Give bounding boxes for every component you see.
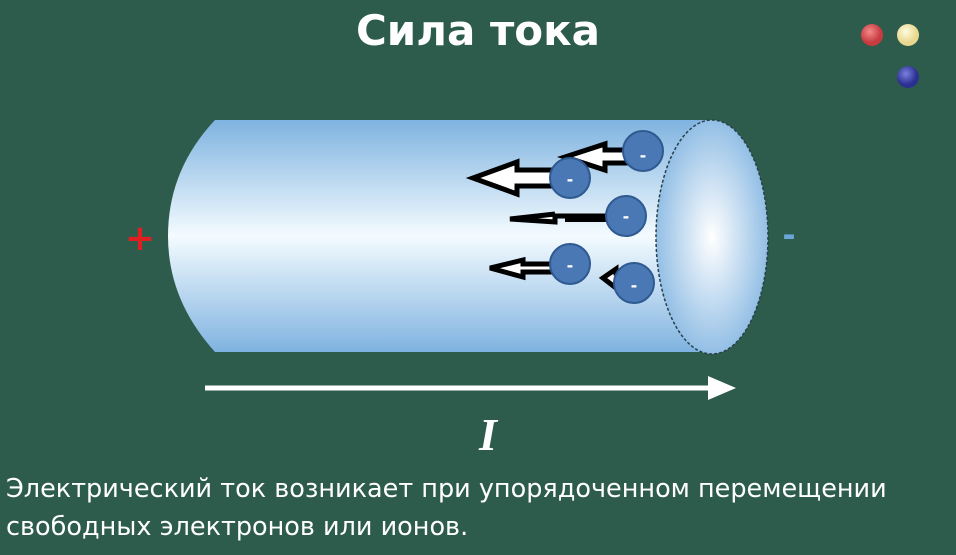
decorative-dots (861, 24, 919, 88)
electrons (549, 130, 664, 304)
electron-charge: - (567, 256, 574, 275)
electron-charge: - (631, 276, 638, 295)
plus-terminal: + (125, 218, 155, 259)
conductor-cylinder (168, 119, 769, 355)
arrow-left-icon (465, 158, 559, 198)
electron (613, 262, 655, 304)
electron (549, 243, 591, 285)
electron-charge: - (567, 170, 574, 189)
yellow-dot-icon (897, 24, 919, 46)
electron (549, 157, 591, 199)
electron-charge: - (623, 207, 630, 226)
red-dot-icon (861, 24, 883, 46)
caption-line-1: Электрический ток возникает при упорядоч… (6, 474, 887, 504)
cylinder-end-cap (655, 119, 769, 355)
minus-terminal: - (782, 216, 795, 254)
current-symbol: I (478, 409, 499, 460)
blue-dot-icon (897, 66, 919, 88)
electron-charge: - (640, 146, 647, 165)
current-direction-arrow (205, 376, 736, 400)
slide-title: Сила тока (355, 6, 601, 55)
caption-line-2: свободных электронов или ионов. (6, 512, 469, 542)
caption: Электрический ток возникает при упорядоч… (6, 470, 887, 546)
electron (622, 130, 664, 172)
electron (605, 195, 647, 237)
